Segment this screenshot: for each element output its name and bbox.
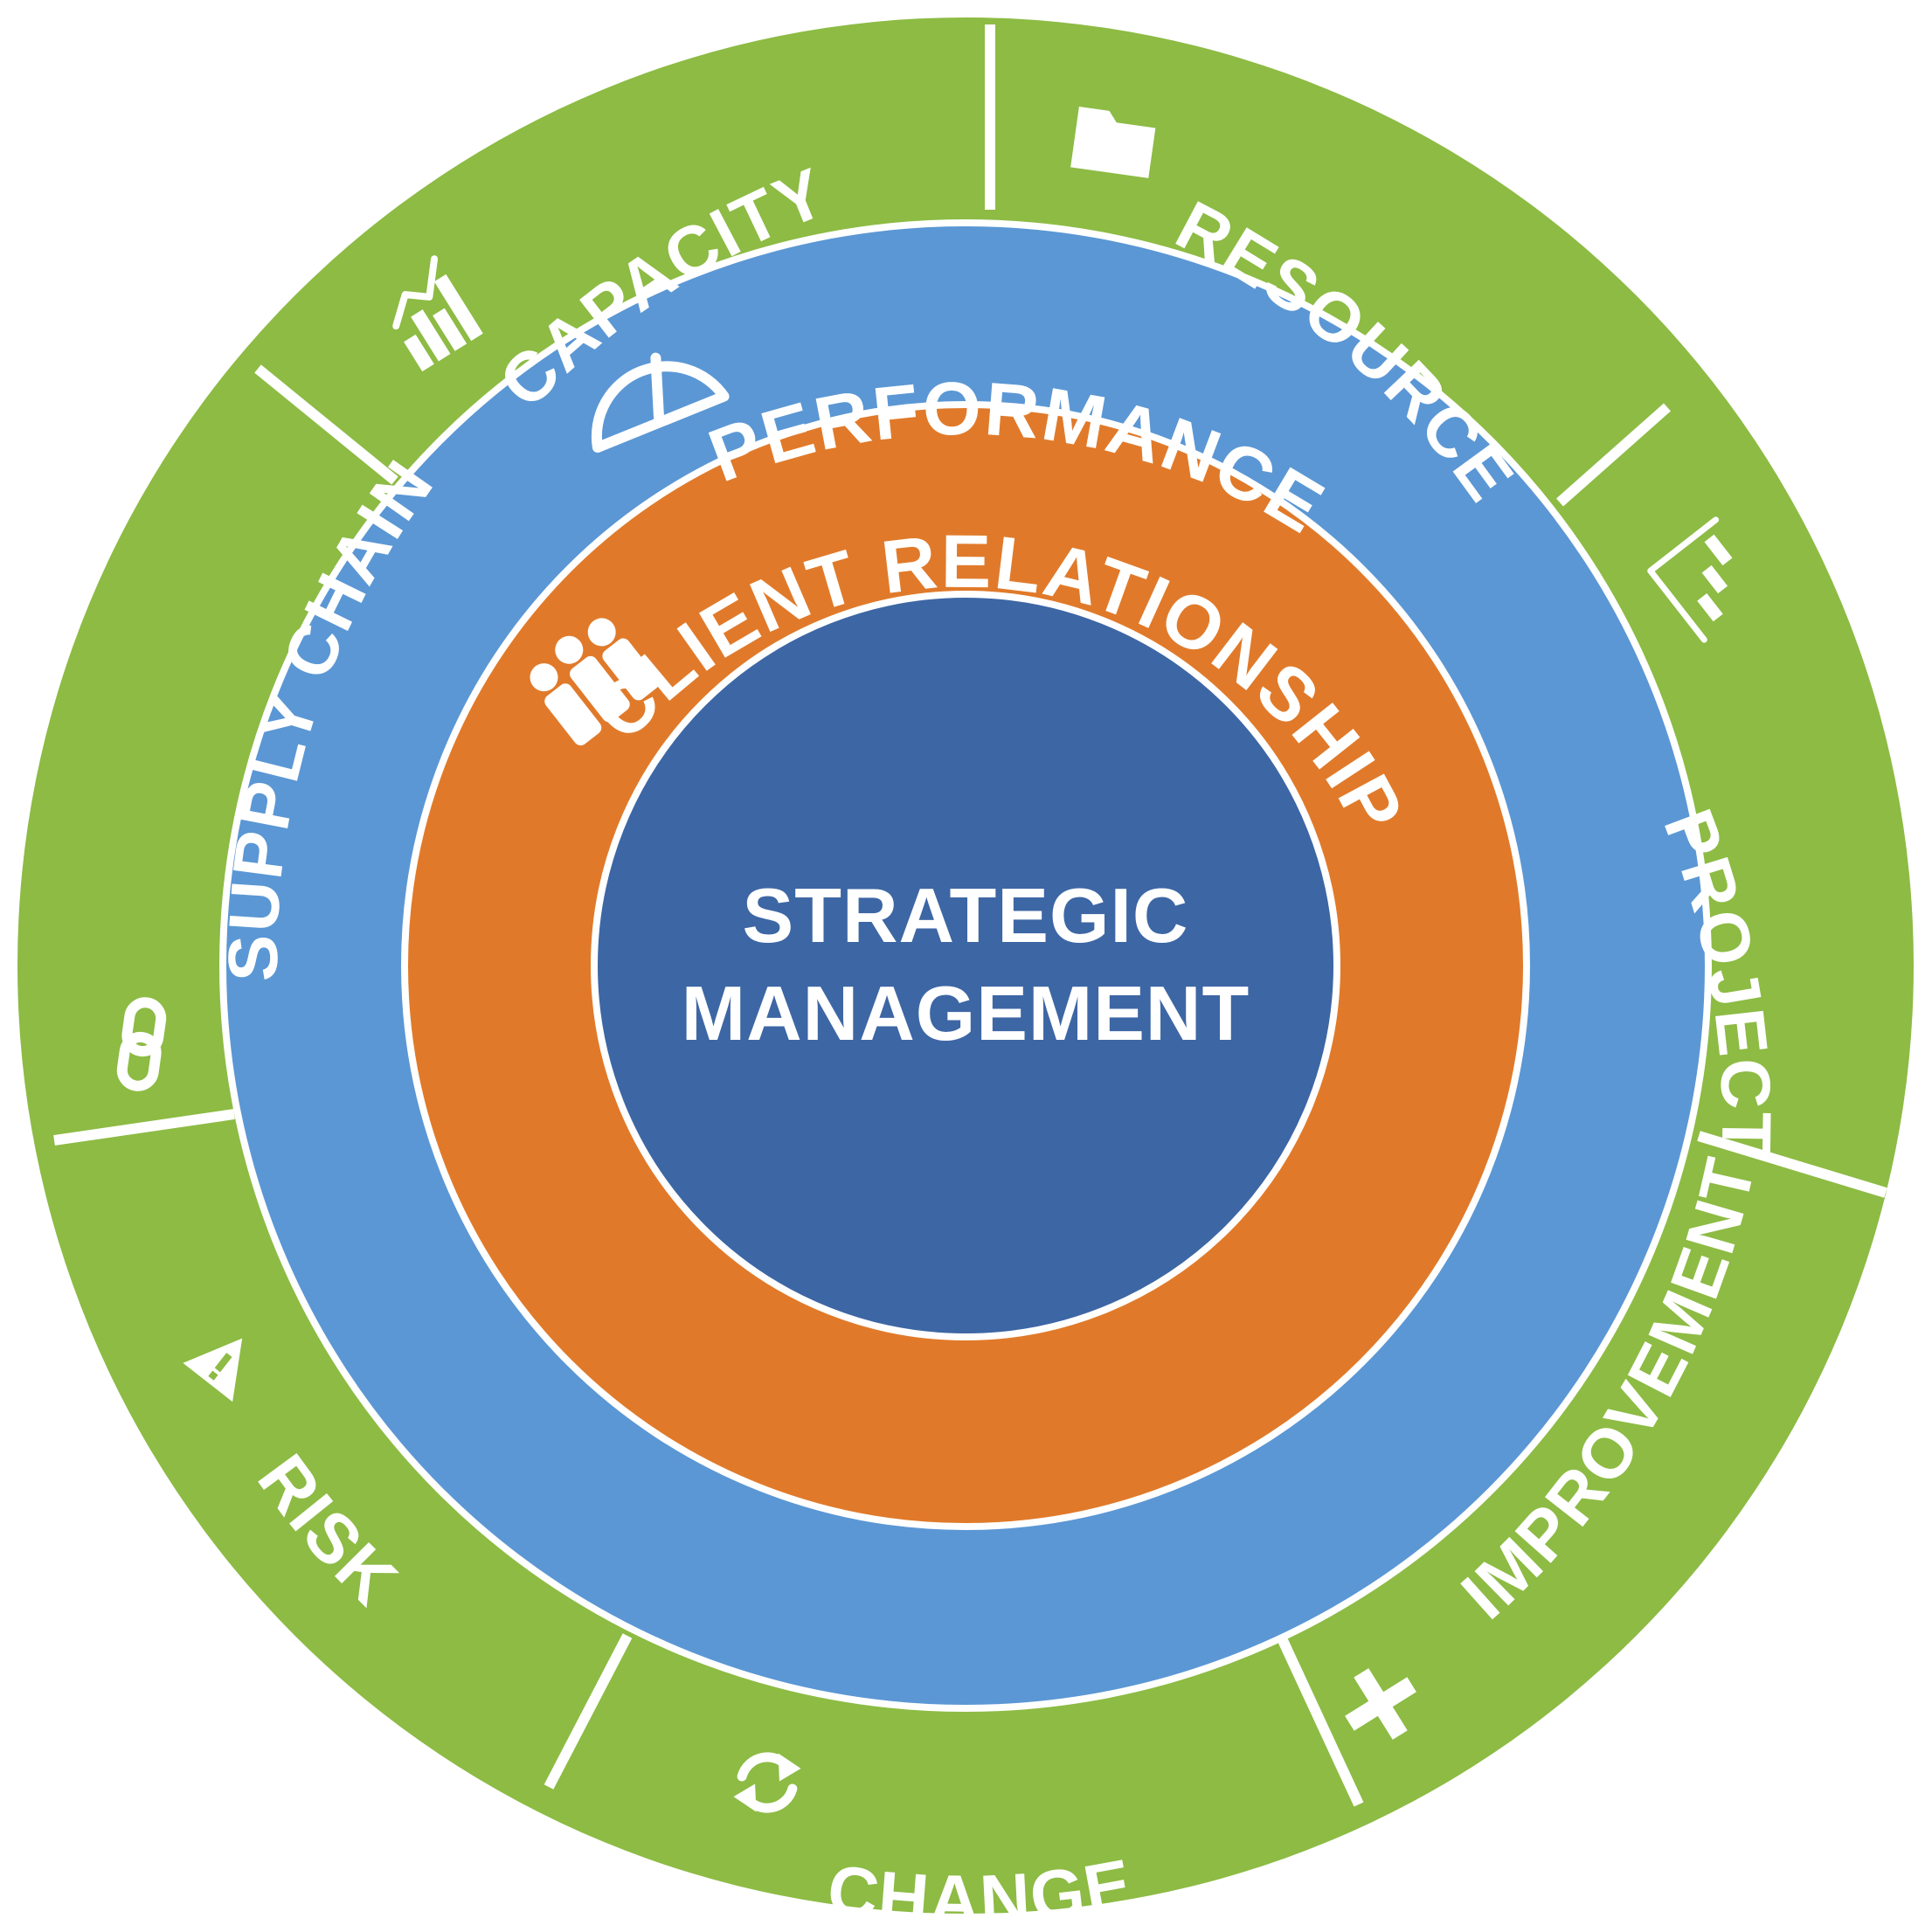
plus-icon bbox=[1345, 1668, 1416, 1740]
warning-icon bbox=[183, 1338, 243, 1402]
people-icon bbox=[530, 618, 660, 746]
divider-risk-supplychain bbox=[53, 1109, 235, 1146]
folder-icon bbox=[1070, 107, 1156, 178]
divider-project-improvement bbox=[1697, 1131, 1887, 1198]
divider-change-risk bbox=[544, 1633, 633, 1790]
segment-dividers bbox=[53, 24, 1887, 1807]
center-title-line2: MANAGEMENT bbox=[682, 970, 1250, 1056]
refresh-icon bbox=[733, 1752, 801, 1813]
center-title-line1: STRATEGIC bbox=[743, 872, 1189, 959]
gauge-icon bbox=[591, 352, 730, 454]
divider-improvement-change bbox=[1271, 1623, 1364, 1807]
chain-link-icon bbox=[116, 997, 167, 1091]
divider-resource-project bbox=[1556, 403, 1671, 507]
bar-chart-icon bbox=[392, 255, 483, 372]
divider-supplychain-capacity bbox=[254, 364, 398, 485]
core-circle bbox=[591, 591, 1340, 1340]
gantt-icon bbox=[1647, 516, 1733, 643]
